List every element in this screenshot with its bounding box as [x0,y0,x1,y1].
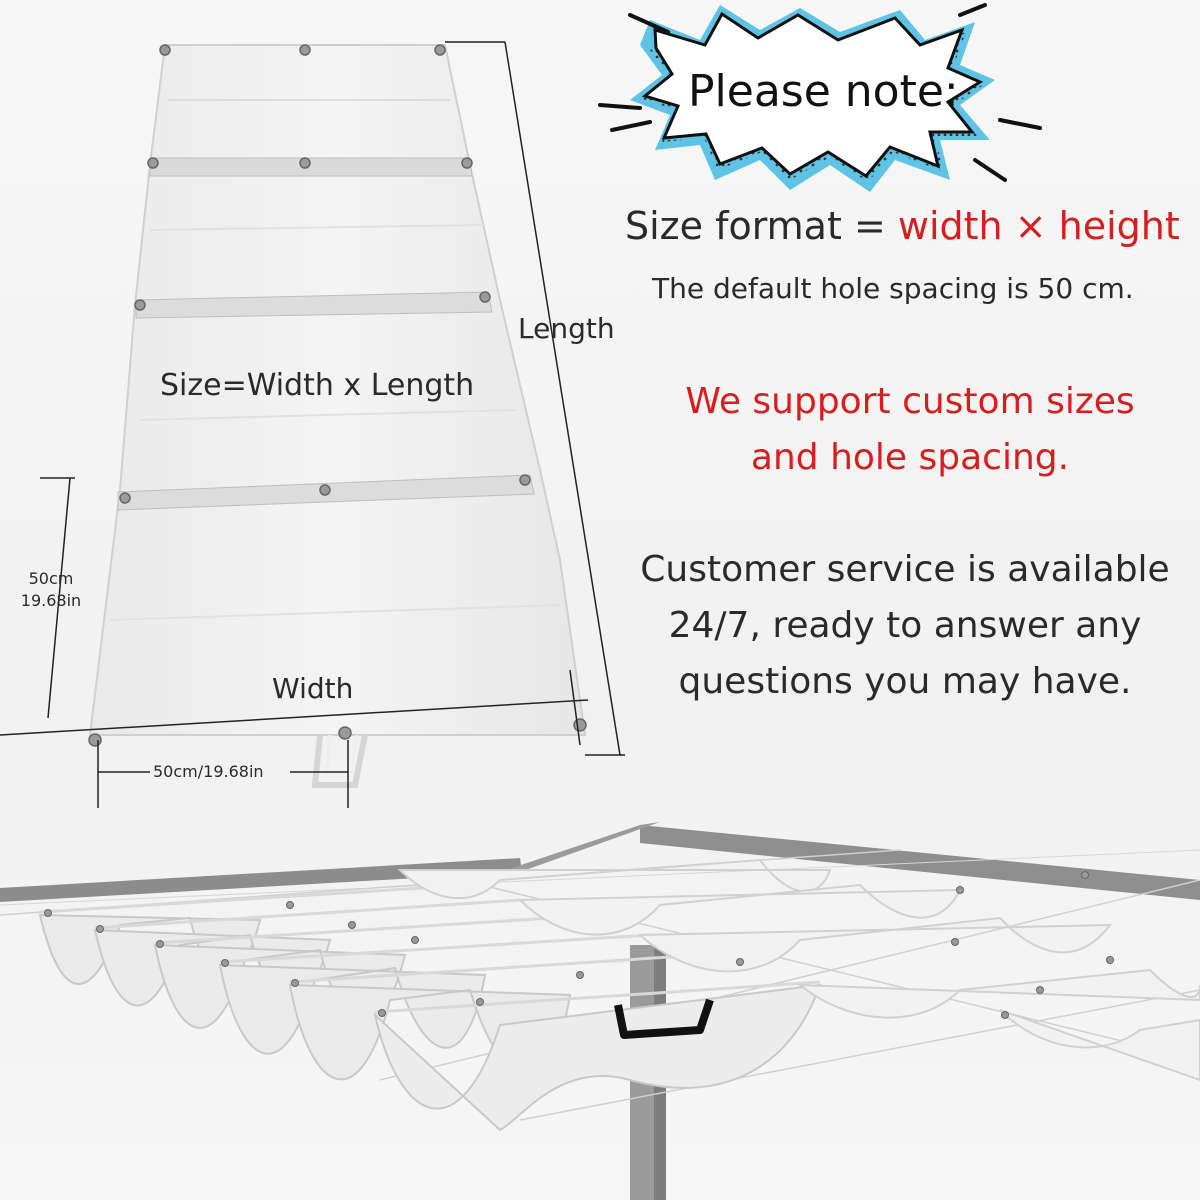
burst-callout [598,3,1042,192]
handle-strap [311,734,368,788]
pocket-band [149,157,473,177]
service-note-line1: Customer service is available [640,549,1170,590]
custom-note: We support custom sizes and hole spacing… [640,374,1180,486]
length-label: Length [518,312,615,345]
service-note-line3: questions you may have. [678,661,1132,702]
size-label: Size=Width x Length [160,368,475,403]
size-format-line: Size format = width × height [625,204,1180,248]
service-note: Customer service is available 24/7, read… [630,542,1180,710]
size-format-value: width × height [897,204,1180,248]
side-dimension-cm: 50cm [28,569,74,588]
extended-shade [397,858,1200,1082]
custom-note-line2: and hole spacing. [750,437,1070,478]
callout-text: Please note: [688,66,959,117]
hole-spacing-note: The default hole spacing is 50 cm. [652,272,1134,305]
service-note-line2: 24/7, ready to answer any [668,605,1142,646]
burst-accent-lines [598,3,1042,182]
pocket-band [135,291,493,319]
width-dimension [0,699,589,736]
grommets [88,44,587,747]
shade-grommets [44,871,1114,1019]
pergola-beam [0,858,522,902]
side-dimension-label: 50cm 19.68in [6,568,96,612]
custom-note-line1: We support custom sizes [685,381,1135,422]
shade-panel-diagram [0,41,625,808]
bottom-dimension-label: 50cm/19.68in [153,762,264,781]
size-format-prefix: Size format = [625,204,898,248]
side-dimension-in: 19.68in [20,591,82,610]
shade-handle [614,998,714,1039]
width-label: Width [272,672,354,705]
fabric-panel [88,44,587,736]
folded-shade [38,913,822,1132]
